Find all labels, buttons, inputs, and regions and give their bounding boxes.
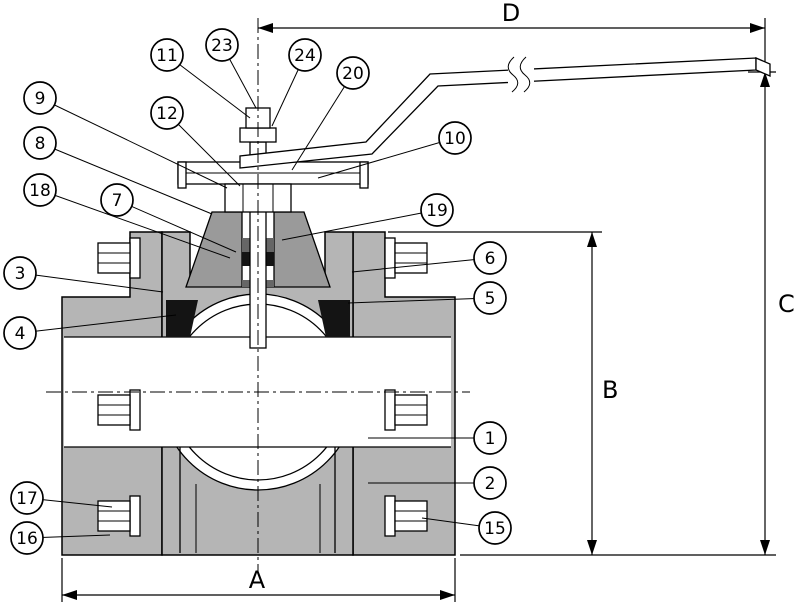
callout-balloon: 17 [10,481,44,515]
break-squiggle [519,56,531,93]
callout-balloon: 4 [3,316,37,350]
callout-number: 16 [16,529,38,549]
bolt-washer [384,389,396,431]
callout-balloon: 7 [100,183,134,217]
packing-ring [242,238,250,252]
bolt-head [394,500,428,532]
callout-number: 5 [485,289,496,309]
callout-balloon: 20 [336,56,370,90]
bolt-washer [384,237,396,279]
callout-balloons: 11 23 24 20 9 12 10 8 [3,28,512,555]
bolt-head [97,242,131,274]
callout-number: 12 [156,104,178,124]
arrowhead [587,232,597,247]
callout-number: 3 [15,264,26,284]
handle-bar [239,57,757,169]
leader-line [291,72,354,171]
callout-balloon: 18 [23,173,57,207]
callout-number: 6 [485,249,496,269]
bolt-head [394,242,428,274]
callout-balloon: 9 [23,81,57,115]
arrowhead [62,590,77,600]
leader-line [317,137,456,179]
packing-seal [266,252,274,266]
leader-line [39,189,231,259]
arrowhead [750,23,765,33]
callout-balloon: 12 [150,96,184,130]
leader-line [281,209,438,241]
bolt-head [97,500,131,532]
dimension-label-b: B [602,376,618,404]
dimension-label-d: D [502,0,520,27]
bolt-washer [129,237,141,279]
callout-balloon: 15 [478,511,512,545]
break-squiggle [507,56,519,93]
callout-number: 2 [485,474,496,494]
centerlines [46,18,470,572]
bolt-washer [129,389,141,431]
leader-line [19,272,164,293]
callout-balloon: 6 [473,241,507,275]
callout-number: 1 [485,429,496,449]
bolt-washer [384,495,396,537]
leader-line [166,112,241,187]
callout-number: 19 [426,201,448,221]
callout-number: 9 [35,89,46,109]
leader-line [39,97,228,189]
arrowhead [760,540,770,555]
handle-grip-tip [755,57,771,77]
bolt-head [394,394,428,426]
callout-balloon: 5 [473,281,507,315]
callout-balloon: 2 [473,466,507,500]
callout-balloon: 24 [288,38,322,72]
stop-plate-end [359,161,369,189]
arrowhead [258,23,273,33]
callout-balloon: 3 [3,256,37,290]
callout-number: 4 [15,324,26,344]
leader-line [347,297,491,304]
arrowhead [760,72,770,87]
leader-line [39,142,213,215]
stop-plate-end [177,161,187,189]
bolt-washer [129,495,141,537]
dimension-label-a: A [249,566,266,594]
callout-balloon: 23 [205,28,239,62]
callout-number: 24 [294,46,316,66]
callout-balloon: 19 [420,193,454,227]
dimension-lines: D C B A [61,0,795,602]
leader-line [351,257,491,273]
leader-line [116,199,237,253]
dimension-label-c: C [778,290,795,318]
bolt-head [97,394,131,426]
callout-balloon: 8 [23,126,57,160]
callout-number: 10 [444,129,466,149]
callout-number: 17 [16,489,38,509]
arrowhead [587,540,597,555]
callout-balloon: 1 [473,421,507,455]
seat-right [318,300,350,337]
callout-number: 18 [29,181,51,201]
handle-lever [239,56,771,169]
callout-balloon: 16 [10,521,44,555]
callout-number: 15 [484,519,506,539]
seat-left [166,300,198,337]
callout-number: 20 [342,64,364,84]
callout-balloon: 11 [150,38,184,72]
callout-number: 11 [156,46,178,66]
arrowhead [440,590,455,600]
callout-balloon: 10 [438,121,472,155]
packing-ring [266,238,274,252]
callout-number: 8 [35,134,46,154]
callout-number: 23 [211,36,233,56]
leader-line [19,314,177,334]
packing-seal [242,252,250,266]
leader-line [166,54,251,119]
callout-number: 7 [112,191,123,211]
leader-lines [19,44,496,539]
